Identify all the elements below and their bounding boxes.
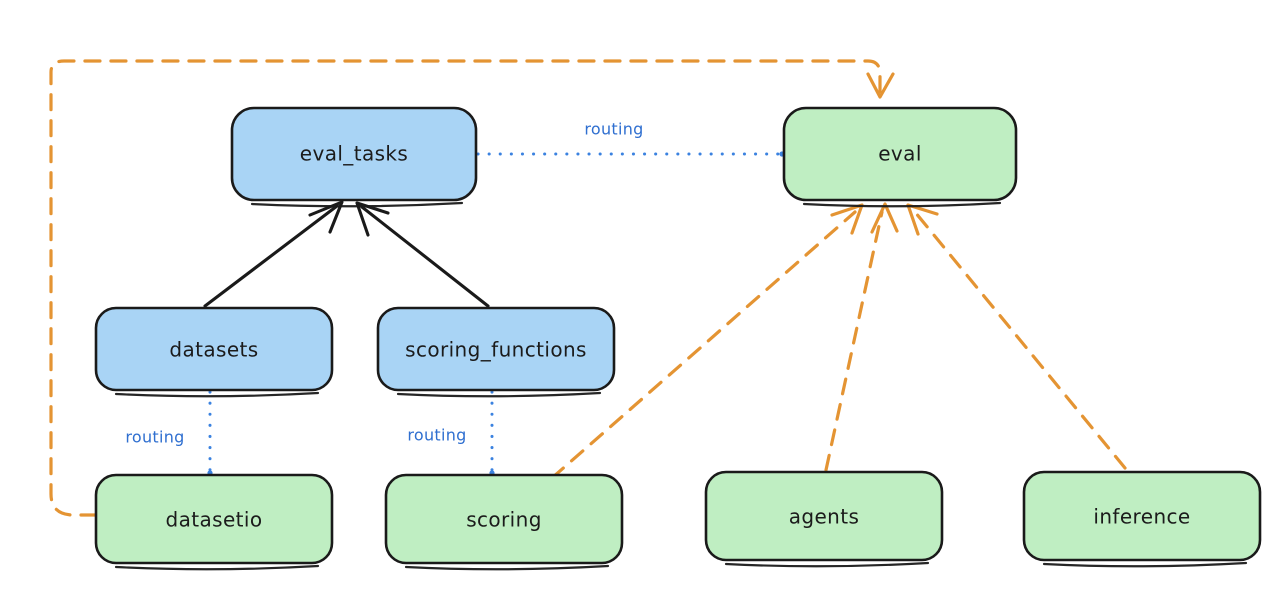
- node-shadow-eval: [802, 201, 1002, 208]
- edge-datasetio-to-eval: [49, 59, 895, 517]
- node-box-scoring[interactable]: [384, 473, 624, 565]
- node-box-inference[interactable]: [1022, 470, 1262, 562]
- arrowhead-agents-eval: [870, 202, 899, 234]
- node-label-datasets: datasets: [169, 338, 258, 362]
- edge-label-routing-datasetio: routing: [125, 428, 184, 447]
- node-label-scoring: scoring: [466, 508, 542, 532]
- node-shadow-scoring: [404, 564, 610, 571]
- node-scoring[interactable]: scoring: [384, 473, 624, 571]
- node-box-datasets[interactable]: [94, 306, 334, 392]
- node-shadow-datasetio: [114, 564, 320, 571]
- edge-label-routing-scoring: routing: [407, 426, 466, 445]
- node-box-eval-tasks[interactable]: [230, 106, 478, 202]
- node-datasets[interactable]: datasets: [94, 306, 334, 398]
- node-eval[interactable]: eval: [782, 106, 1018, 208]
- node-box-scoring-functions[interactable]: [376, 306, 616, 392]
- arrowhead-datasets-eval-tasks: [308, 200, 344, 234]
- edge-line-scoring-eval: [550, 210, 857, 480]
- node-shadow-scoring-functions: [396, 391, 602, 398]
- edge-datasets-to-datasetio: routing: [125, 390, 213, 476]
- arrowhead-inference-eval: [906, 203, 939, 236]
- arrowhead-scoring-functions-eval-tasks: [355, 201, 390, 237]
- node-eval-tasks[interactable]: eval_tasks: [230, 106, 478, 208]
- edge-label-routing-eval: routing: [584, 120, 643, 139]
- node-inference[interactable]: inference: [1022, 470, 1262, 568]
- node-box-eval[interactable]: [782, 106, 1018, 202]
- edge-line-scoring-functions-eval-tasks: [360, 205, 490, 308]
- edge-eval-tasks-to-eval: routing: [476, 120, 785, 157]
- edge-line-inference-eval: [913, 210, 1127, 470]
- edge-scoring-functions-to-eval-tasks: [355, 201, 490, 308]
- node-box-agents[interactable]: [704, 470, 944, 562]
- edge-line-agents-eval: [824, 210, 884, 472]
- arrowhead-datasetio-eval: [866, 72, 895, 99]
- node-scoring-functions[interactable]: scoring_functions: [376, 306, 616, 398]
- node-label-scoring-functions: scoring_functions: [405, 338, 587, 362]
- node-datasetio[interactable]: datasetio: [94, 473, 334, 571]
- node-agents[interactable]: agents: [704, 470, 944, 568]
- node-label-eval: eval: [878, 142, 922, 166]
- node-box-datasetio[interactable]: [94, 473, 334, 565]
- node-label-inference: inference: [1093, 505, 1190, 529]
- edge-inference-to-eval: [906, 203, 1127, 470]
- node-shadow-eval-tasks: [250, 201, 464, 208]
- edge-agents-to-eval: [824, 202, 899, 472]
- edge-line-datasetio-eval: [49, 59, 882, 517]
- node-shadow-datasets: [114, 391, 320, 398]
- edge-datasets-to-eval-tasks: [203, 200, 344, 308]
- node-label-datasetio: datasetio: [165, 508, 262, 532]
- edge-line-datasets-eval-tasks: [203, 204, 339, 308]
- node-label-eval-tasks: eval_tasks: [300, 142, 408, 166]
- node-label-agents: agents: [789, 505, 860, 529]
- edge-scoring-functions-to-scoring: routing: [407, 390, 495, 476]
- node-shadow-agents: [724, 561, 930, 568]
- node-shadow-inference: [1042, 561, 1248, 568]
